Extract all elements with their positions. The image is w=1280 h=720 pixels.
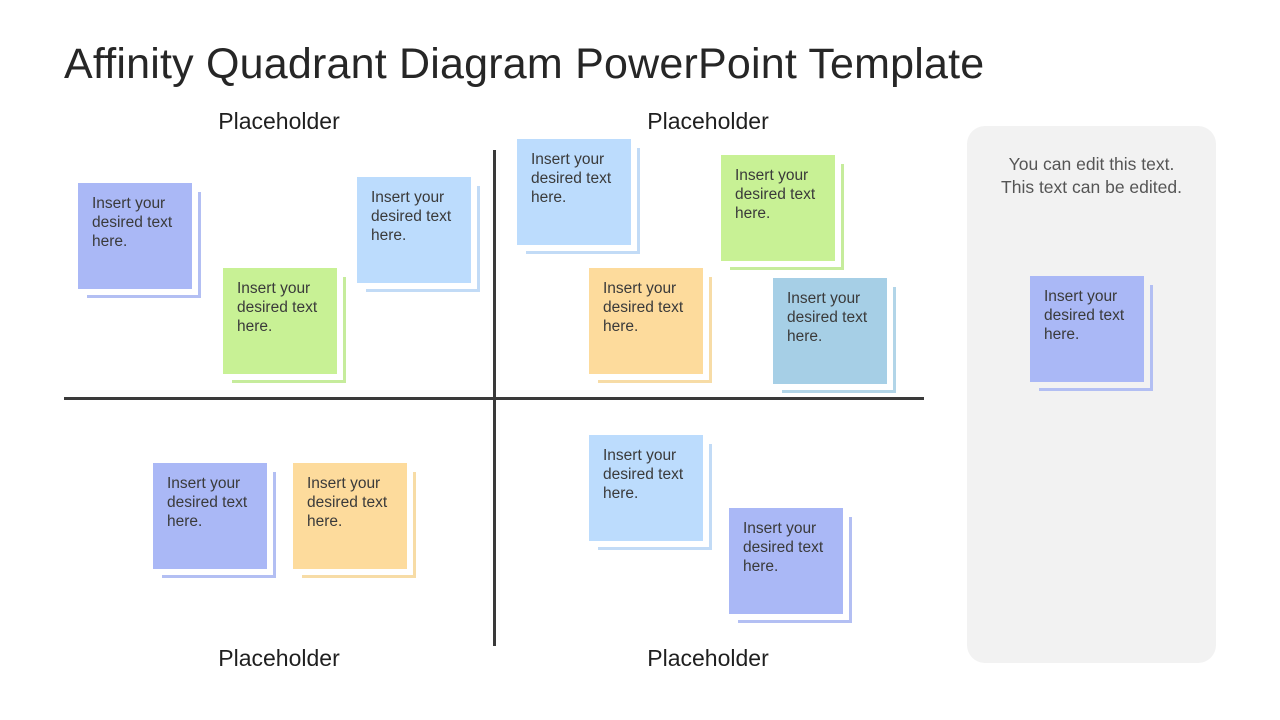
side-panel-text-line-1[interactable]: You can edit this text. [1008, 154, 1175, 174]
quadrant-label-bottom-right: Placeholder [647, 645, 769, 671]
side-panel: You can edit this text. This text can be… [967, 126, 1216, 663]
quadrant-label-top-left: Placeholder [218, 108, 340, 134]
quadrant-label-bottom-left: Placeholder [218, 645, 340, 671]
quadrant-label-top-right: Placeholder [647, 108, 769, 134]
slide-title: Affinity Quadrant Diagram PowerPoint Tem… [64, 40, 985, 88]
side-panel-text-line-2[interactable]: This text can be edited. [1001, 177, 1182, 197]
horizontal-axis [64, 397, 924, 400]
